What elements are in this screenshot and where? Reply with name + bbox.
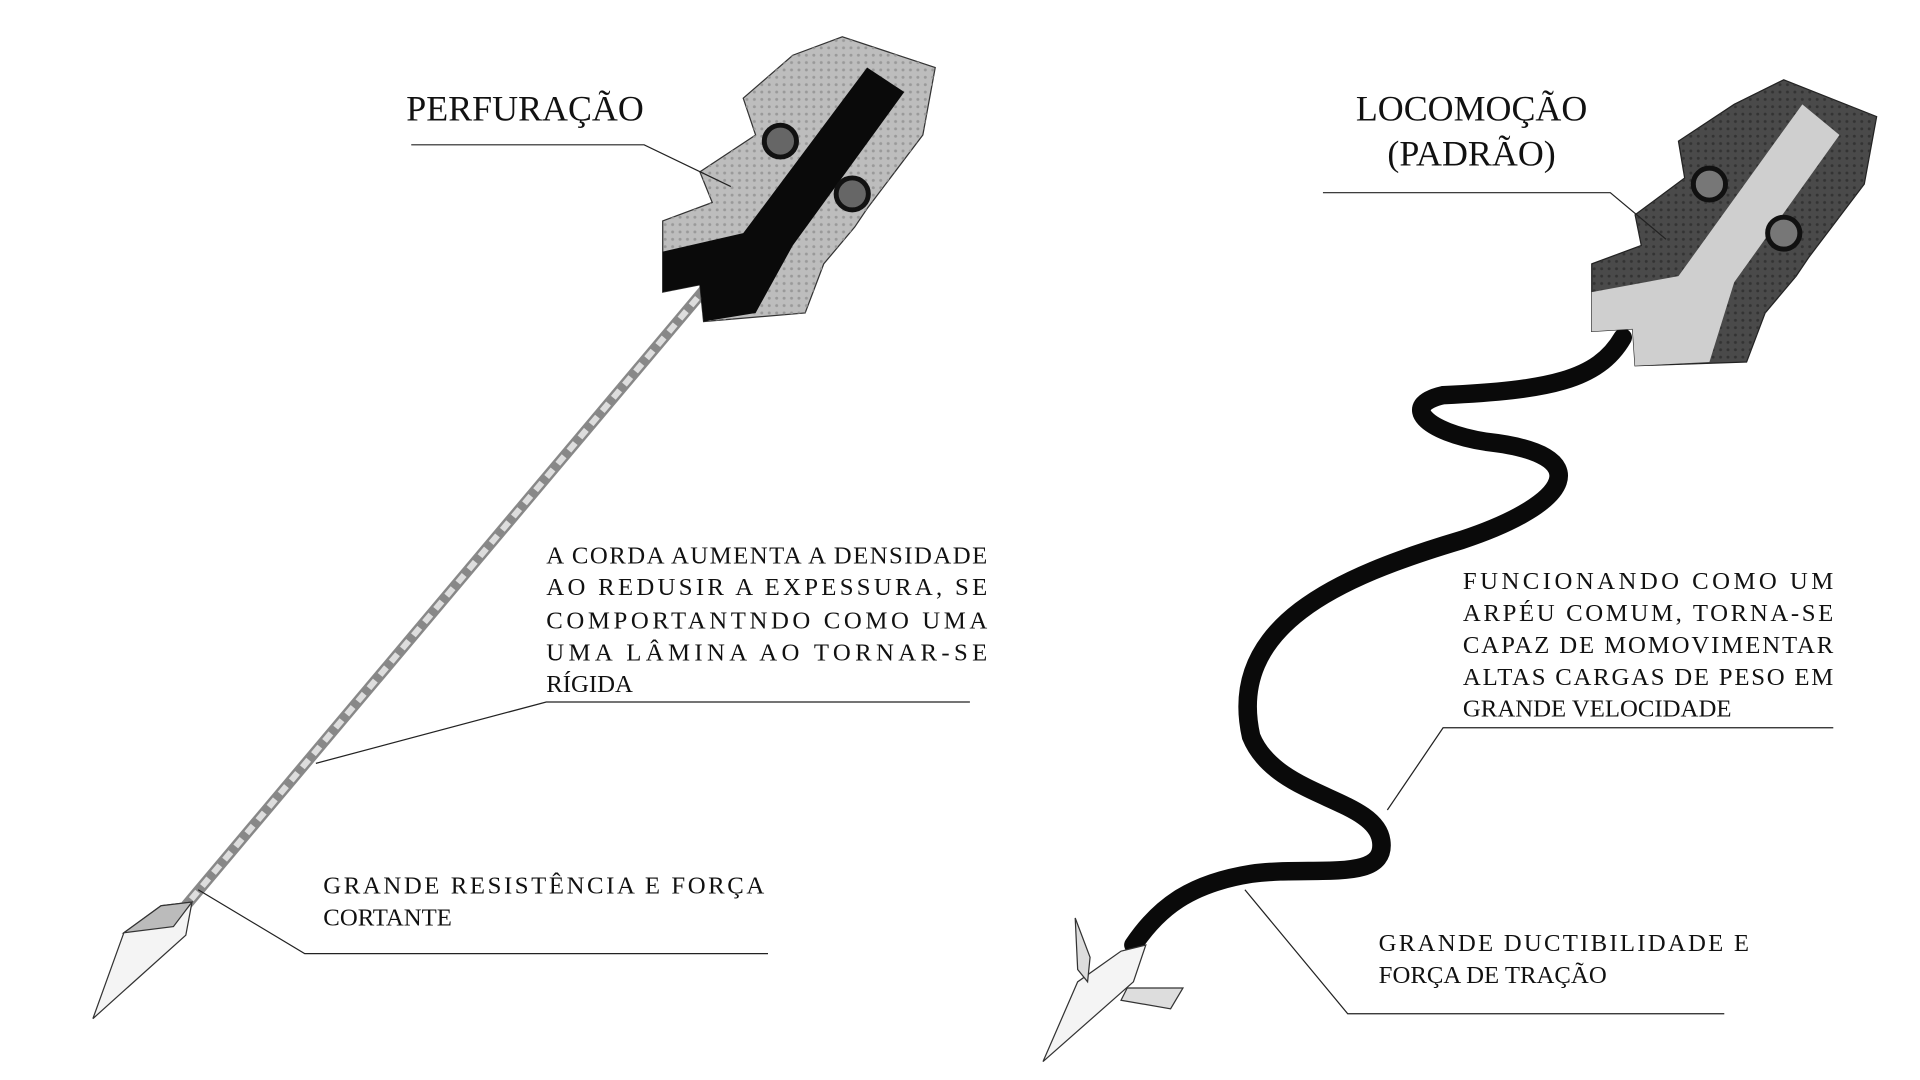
note-line: AO REDUSIR A EXPESSURA, SE xyxy=(546,574,987,601)
locomotion-mode-figure: LOCOMOÇÃO (PADRÃO) FUNCIONANDO COMO UM A… xyxy=(1042,79,1878,1063)
tip-leader-line xyxy=(197,889,768,955)
flexible-rope xyxy=(1124,328,1632,955)
tip-leader-line xyxy=(1244,889,1725,1015)
note-line: CORTANTE xyxy=(323,904,452,931)
rope-leader-line xyxy=(1386,727,1834,811)
blade-tip-icon xyxy=(92,901,194,1020)
note-line: FORÇA DE TRAÇÃO xyxy=(1379,961,1607,989)
perforation-mode-figure: PERFURAÇÃO A CORDA AUMENTA A DENSIDADE A… xyxy=(92,36,987,1020)
note-line: ARPÉU COMUM, TORNA-SE xyxy=(1463,599,1833,627)
title-leader-line xyxy=(1322,192,1667,240)
note-line: FUNCIONANDO COMO UM xyxy=(1463,568,1833,595)
rope-note: FUNCIONANDO COMO UM ARPÉU COMUM, TORNA-S… xyxy=(1386,568,1834,811)
note-line: A CORDA AUMENTA A DENSIDADE xyxy=(546,542,987,569)
tip-note: GRANDE RESISTÊNCIA E FORÇA CORTANTE xyxy=(197,872,768,955)
note-line: COMPORTANTNDO COMO UMA xyxy=(546,607,987,634)
locomotion-subtitle: (PADRÃO) xyxy=(1387,134,1555,174)
hook-tip-icon xyxy=(1042,917,1185,1063)
locomotion-title: LOCOMOÇÃO xyxy=(1356,88,1587,128)
note-line: CAPAZ DE MOMOVIMENTAR xyxy=(1463,632,1834,659)
note-line: GRANDE RESISTÊNCIA E FORÇA xyxy=(323,872,764,900)
note-line: GRANDE DUCTIBILIDADE E xyxy=(1379,930,1749,957)
rope-leader-line xyxy=(315,701,970,764)
perforation-title: PERFURAÇÃO xyxy=(406,88,644,128)
note-line: ALTAS CARGAS DE PESO EM xyxy=(1463,664,1833,691)
grapple-head-icon xyxy=(662,36,936,323)
grapple-head-icon xyxy=(1591,79,1878,367)
rope-note: A CORDA AUMENTA A DENSIDADE AO REDUSIR A… xyxy=(315,542,987,764)
note-line: RÍGIDA xyxy=(546,670,633,698)
tip-note: GRANDE DUCTIBILIDADE E FORÇA DE TRAÇÃO xyxy=(1244,889,1749,1015)
rigid-rope xyxy=(181,281,713,910)
note-line: UMA LÂMINA AO TORNAR-SE xyxy=(546,638,987,666)
title-leader-line xyxy=(411,144,732,188)
note-line: GRANDE VELOCIDADE xyxy=(1463,696,1732,723)
